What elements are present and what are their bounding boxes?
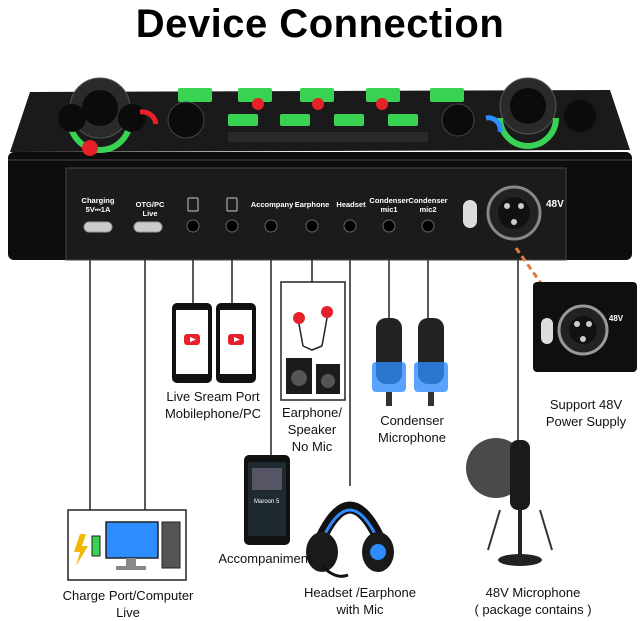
headset-icon <box>306 501 394 578</box>
accompaniment-phone <box>244 455 290 545</box>
caption-earphone: Earphone/ Speaker No Mic <box>282 405 342 454</box>
song-title: Maroon 5 <box>254 499 280 505</box>
earphone-speaker-box <box>280 281 346 401</box>
caption-live-stream: Live Sream Port Mobilephone/PC <box>164 389 262 421</box>
port-label-condenser2: Condenser mic2 <box>408 196 448 214</box>
computer-box <box>67 509 187 581</box>
caption-condenser: Condenser Microphone <box>378 413 446 445</box>
caption-charge-port: Charge Port/Computer Live <box>62 588 194 620</box>
sound-card-device <box>8 77 632 261</box>
port-label-otg: OTG/PC Live <box>135 200 165 218</box>
caption-headset: Headset /Earphone with Mic <box>303 585 417 617</box>
control-knobs <box>58 77 596 156</box>
connection-lines <box>89 260 519 510</box>
top-led-buttons <box>178 88 464 142</box>
inset-label-48v: 48V <box>608 314 624 323</box>
caption-accompaniment: Accompaniment <box>218 551 312 566</box>
xlr-inset <box>533 282 637 372</box>
phone-icons <box>172 303 256 383</box>
48v-microphone <box>466 438 553 566</box>
caption-support-48v: Support 48V Power Supply <box>545 397 627 429</box>
port-label-charging: Charging 5V⎓1A <box>81 196 115 214</box>
port-label-accompany: Accompany <box>250 200 294 209</box>
front-ports <box>83 185 542 241</box>
port-label-earphone: Earphone <box>294 200 330 209</box>
port-label-headset: Headset <box>336 200 366 209</box>
port-label-48v: 48V <box>546 199 564 210</box>
page-title: Device Connection <box>135 2 505 46</box>
port-label-condenser1: Condenser mic1 <box>369 196 409 214</box>
caption-48v-mic: 48V Microphone ( package contains ) <box>474 585 592 617</box>
condenser-mics <box>372 318 448 406</box>
